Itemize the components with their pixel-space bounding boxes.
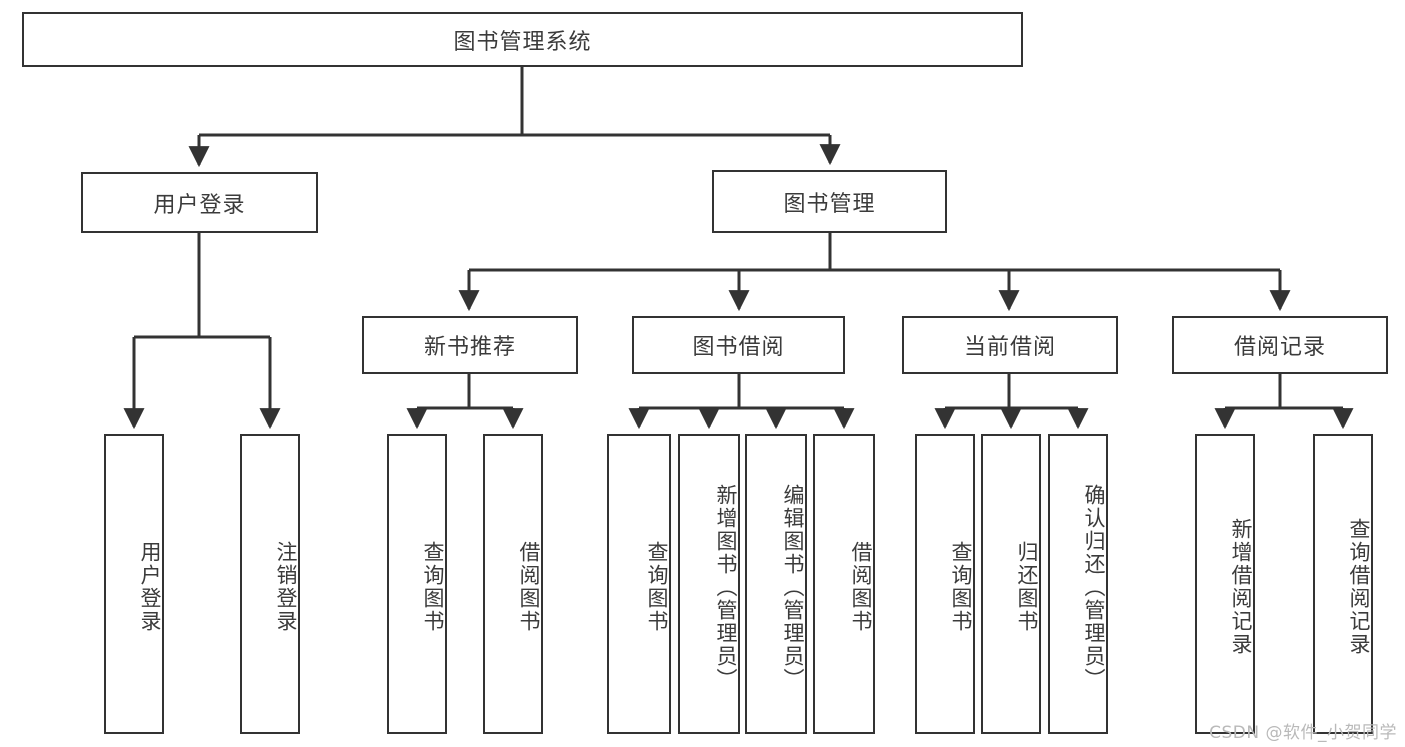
leaf-query-book-2[interactable]: 查询图书 [607,434,671,734]
leaf-return-book[interactable]: 归还图书 [981,434,1041,734]
leaf-query-record[interactable]: 查询借阅记录 [1313,434,1373,734]
leaf-query-book-3[interactable]: 查询图书 [915,434,975,734]
leaf-query-book-3-label: 查询图书 [949,541,973,633]
node-borrow-record[interactable]: 借阅记录 [1172,316,1388,374]
node-root-label: 图书管理系统 [453,29,592,55]
node-borrow-record-label: 借阅记录 [1233,335,1326,360]
node-book-manage[interactable]: 图书管理 [712,170,947,233]
leaf-user-login-label: 用户登录 [138,541,162,633]
node-user-login-label: 用户登录 [153,192,246,218]
leaf-borrow-book-1[interactable]: 借阅图书 [483,434,543,734]
node-book-borrow-label: 图书借阅 [692,335,785,360]
leaf-confirm-return-label: 确认归还（管理员） [1082,483,1106,691]
node-current-borrow[interactable]: 当前借阅 [902,316,1118,374]
leaf-borrow-book-2-label: 借阅图书 [849,541,873,633]
leaf-logout[interactable]: 注销登录 [240,434,300,734]
leaf-add-book[interactable]: 新增图书（管理员） [678,434,740,734]
node-root[interactable]: 图书管理系统 [22,12,1023,67]
leaf-query-book-1[interactable]: 查询图书 [387,434,447,734]
leaf-add-book-label: 新增图书（管理员） [714,483,738,691]
leaf-query-book-2-label: 查询图书 [645,541,669,633]
node-book-manage-label: 图书管理 [783,191,876,217]
node-book-borrow[interactable]: 图书借阅 [632,316,845,374]
leaf-add-record-label: 新增借阅记录 [1229,518,1253,656]
leaf-return-book-label: 归还图书 [1015,541,1039,633]
leaf-borrow-book-2[interactable]: 借阅图书 [813,434,875,734]
leaf-edit-book[interactable]: 编辑图书（管理员） [745,434,807,734]
watermark: CSDN @软件_小贺同学 [1209,723,1397,743]
leaf-user-login[interactable]: 用户登录 [104,434,164,734]
leaf-logout-label: 注销登录 [274,541,298,633]
node-current-borrow-label: 当前借阅 [963,335,1056,360]
node-user-login[interactable]: 用户登录 [81,172,318,233]
leaf-confirm-return[interactable]: 确认归还（管理员） [1048,434,1108,734]
node-new-book-recommend-label: 新书推荐 [423,335,516,360]
leaf-query-book-1-label: 查询图书 [421,541,445,633]
leaf-query-record-label: 查询借阅记录 [1347,518,1371,656]
leaf-edit-book-label: 编辑图书（管理员） [781,483,805,691]
leaf-borrow-book-1-label: 借阅图书 [517,541,541,633]
node-new-book-recommend[interactable]: 新书推荐 [362,316,578,374]
leaf-add-record[interactable]: 新增借阅记录 [1195,434,1255,734]
